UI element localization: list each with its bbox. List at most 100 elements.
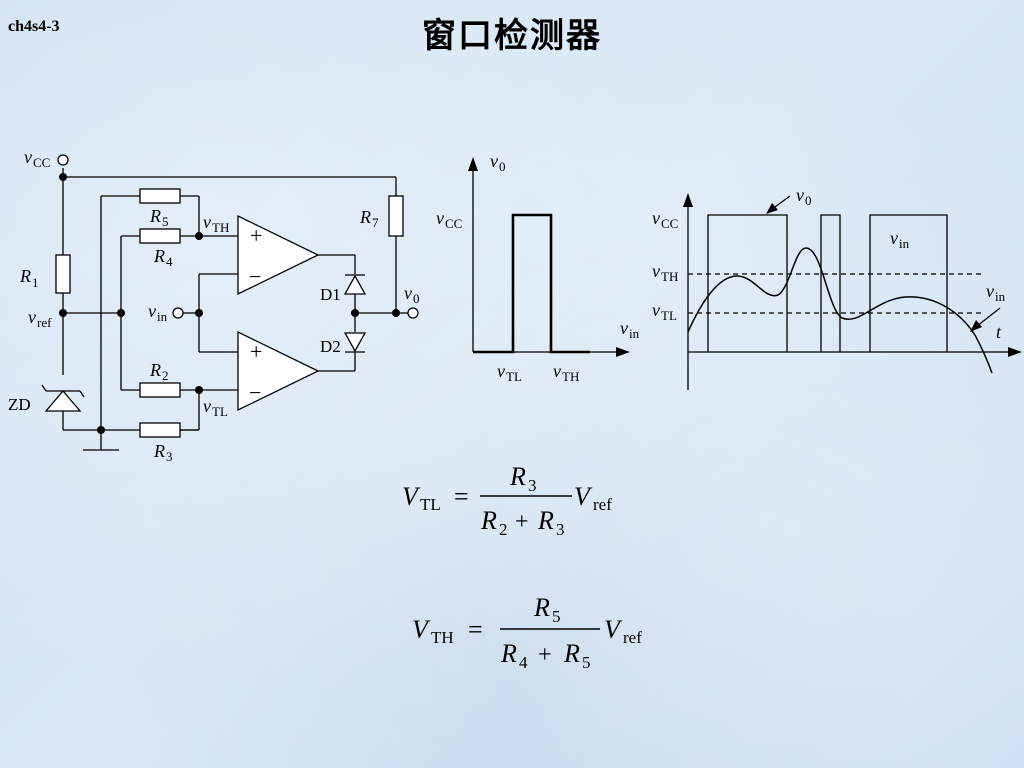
resistor-r3	[139, 422, 181, 438]
v0-pulse-2	[820, 214, 841, 352]
svg-text:+: +	[538, 642, 552, 668]
r3-label-r: R	[153, 441, 165, 461]
r3-label-sub: 3	[166, 449, 173, 464]
vth-label-v: v	[203, 212, 211, 232]
opamp1-minus: −	[249, 264, 261, 289]
svg-text:R: R	[509, 462, 526, 491]
vth-label-sub: TH	[212, 220, 229, 235]
time-vcc-label-v: v	[652, 208, 660, 228]
r5-label-r: R	[149, 206, 161, 226]
vtl-label-sub: TL	[212, 404, 228, 419]
time-vin-label2-v: v	[986, 281, 994, 301]
transfer-x-label-sub: in	[629, 326, 640, 341]
transfer-x-label-v: v	[620, 318, 628, 338]
v0-pulse-3	[869, 214, 948, 352]
zd-label: ZD	[8, 395, 31, 414]
formula-vtl: V TL = R 3 R 2 + R 3 V ref	[402, 462, 612, 539]
transfer-vth-label-sub: TH	[562, 369, 579, 384]
formula-vth: V TH = R 5 R 4 + R 5 V ref	[412, 593, 642, 672]
resistor-r7	[388, 195, 404, 237]
svg-text:=: =	[468, 615, 483, 644]
svg-text:TL: TL	[420, 495, 441, 514]
slide-title: 窗口检测器	[422, 16, 602, 56]
vcc-terminal	[57, 154, 69, 166]
opamp1-plus: +	[250, 223, 262, 248]
resistor-r5	[139, 188, 181, 204]
transfer-curve	[473, 213, 590, 354]
transfer-vcc-label-sub: CC	[445, 216, 462, 231]
opamp2-plus: +	[250, 339, 262, 364]
svg-text:V: V	[402, 482, 421, 511]
svg-text:R: R	[537, 506, 554, 535]
time-vin-label-v: v	[890, 228, 898, 248]
r5-label-sub: 5	[162, 214, 169, 229]
vcc-label-v: v	[24, 147, 32, 167]
vout-label-sub: 0	[413, 291, 420, 306]
time-vtl-label-v: v	[652, 300, 660, 320]
svg-text:V: V	[604, 615, 623, 644]
svg-text:2: 2	[499, 520, 508, 539]
transfer-vtl-label-sub: TL	[506, 369, 522, 384]
time-vcc-label-sub: CC	[661, 216, 678, 231]
d1-label: D1	[320, 285, 341, 304]
transfer-vth-label-v: v	[553, 361, 561, 381]
time-vth-label-sub: TH	[661, 269, 678, 284]
svg-text:R: R	[500, 639, 517, 668]
svg-text:TH: TH	[431, 628, 454, 647]
transfer-y-label-sub: 0	[499, 159, 506, 174]
vref-label-sub: ref	[37, 315, 52, 330]
svg-text:+: +	[515, 509, 529, 535]
time-vth-label-v: v	[652, 261, 660, 281]
r1-label-sub: 1	[32, 275, 39, 290]
svg-text:3: 3	[556, 520, 565, 539]
svg-text:V: V	[412, 615, 431, 644]
r2-label-sub: 2	[162, 368, 169, 383]
svg-text:3: 3	[528, 476, 537, 495]
r7-label-r: R	[359, 207, 371, 227]
vin-label-sub: in	[157, 309, 168, 324]
svg-text:V: V	[574, 482, 593, 511]
svg-text:ref: ref	[593, 495, 612, 514]
time-vtl-label-sub: TL	[661, 308, 677, 323]
diode-d2	[343, 332, 367, 353]
svg-text:ref: ref	[623, 628, 642, 647]
d2-label: D2	[320, 337, 341, 356]
diode-d1	[343, 274, 367, 295]
r4-label-r: R	[153, 246, 165, 266]
svg-text:5: 5	[582, 653, 591, 672]
r1-label-r: R	[19, 266, 31, 286]
x-axis-arrow	[616, 347, 630, 357]
time-v0-label-v: v	[796, 185, 804, 205]
r2-label-r: R	[149, 360, 161, 380]
opamp2-minus: −	[249, 380, 261, 405]
time-t-label: t	[996, 322, 1002, 342]
svg-text:R: R	[533, 593, 550, 622]
r4-label-sub: 4	[166, 254, 173, 269]
slide-tag: ch4s4-3	[8, 18, 60, 35]
resistor-r4	[139, 228, 181, 244]
zener-diode	[41, 384, 85, 412]
vref-label-v: v	[28, 307, 36, 327]
r7-label-sub: 7	[372, 215, 379, 230]
svg-text:4: 4	[519, 653, 528, 672]
vout-label-v: v	[404, 283, 412, 303]
svg-text:=: =	[454, 482, 469, 511]
y-axis-arrow	[468, 157, 478, 171]
vcc-label-sub: CC	[33, 155, 50, 170]
transfer-vtl-label-v: v	[497, 361, 505, 381]
vout-terminal	[407, 307, 419, 319]
time-v0-label-sub: 0	[805, 193, 812, 208]
transfer-y-label-v: v	[490, 151, 498, 171]
svg-text:R: R	[480, 506, 497, 535]
resistor-r2	[139, 382, 181, 398]
time-vin-label2-sub: in	[995, 289, 1006, 304]
svg-text:5: 5	[552, 607, 561, 626]
vtl-label-v: v	[203, 396, 211, 416]
transfer-vcc-label-v: v	[436, 208, 444, 228]
vin-waveform	[687, 247, 993, 374]
time-vin-label-sub: in	[899, 236, 910, 251]
